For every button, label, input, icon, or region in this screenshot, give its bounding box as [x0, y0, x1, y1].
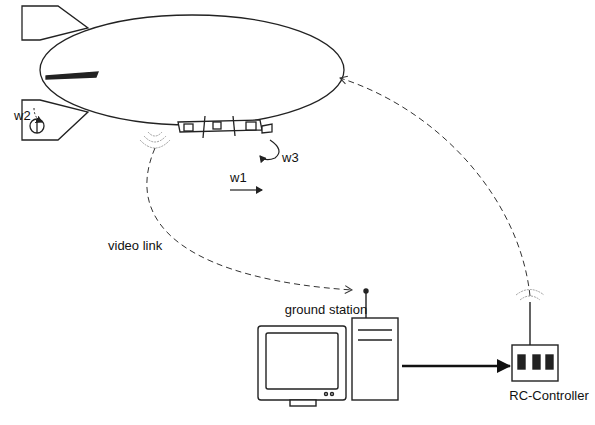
motion-label: w2: [14, 108, 31, 123]
motion-label: w3: [282, 150, 299, 165]
motion-label: w1: [230, 170, 247, 185]
ground-station: ground station: [250, 302, 402, 408]
rc-controller: RC-Controller: [506, 340, 592, 404]
data-cable: [402, 365, 510, 368]
node-label: ground station: [285, 302, 367, 317]
node-label: RC-Controller: [509, 388, 588, 403]
link-label: video link: [108, 238, 162, 253]
